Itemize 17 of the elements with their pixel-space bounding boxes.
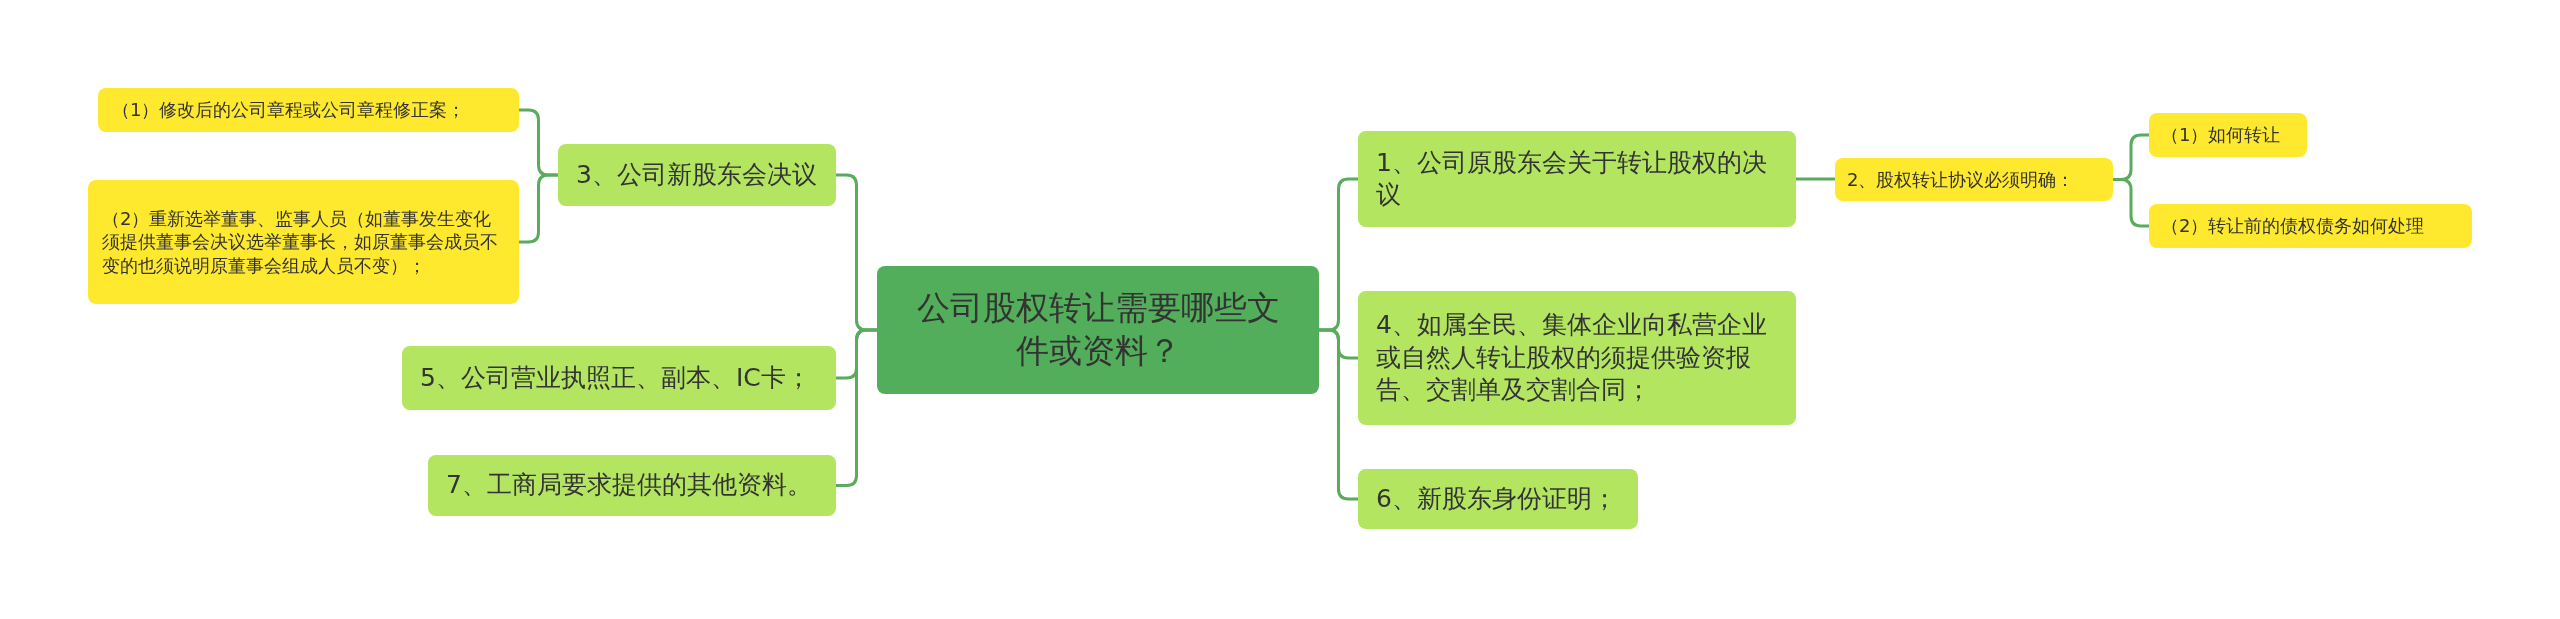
- subtopic-box: （2）重新选举董事、监事人员（如董事发生变化须提供董事会决议选举董事长，如原董事会成员不变的也须说明原董事会组成人员不变）；: [88, 180, 519, 304]
- topic-box: 7、工商局要求提供的其他资料。: [428, 455, 836, 516]
- subtopic-box: 2、股权转让协议必须明确：: [1835, 158, 2113, 201]
- topic-box: 6、新股东身份证明；: [1358, 469, 1638, 529]
- topic-box: 3、公司新股东会决议: [558, 144, 836, 206]
- connector-line: [1796, 177, 1835, 181]
- subtopic-box: （1）修改后的公司章程或公司章程修正案；: [98, 88, 519, 132]
- subtopic-box: （2）转让前的债权债务如何处理: [2149, 204, 2472, 248]
- connector-line: [2113, 178, 2149, 228]
- connector-line: [1319, 328, 1358, 501]
- connector-line: [519, 173, 558, 244]
- topic-box: 4、如属全民、集体企业向私营企业或自然人转让股权的须提供验资报告、交割单及交割合同；: [1358, 291, 1796, 425]
- topic-box: 1、公司原股东会关于转让股权的决议: [1358, 131, 1796, 227]
- subtopic-box: （1）如何转让: [2149, 113, 2307, 157]
- central-topic-box: 公司股权转让需要哪些文件或资料？: [877, 266, 1319, 394]
- topic-box: 5、公司营业执照正、副本、IC卡；: [402, 346, 836, 410]
- connector-line: [836, 328, 877, 487]
